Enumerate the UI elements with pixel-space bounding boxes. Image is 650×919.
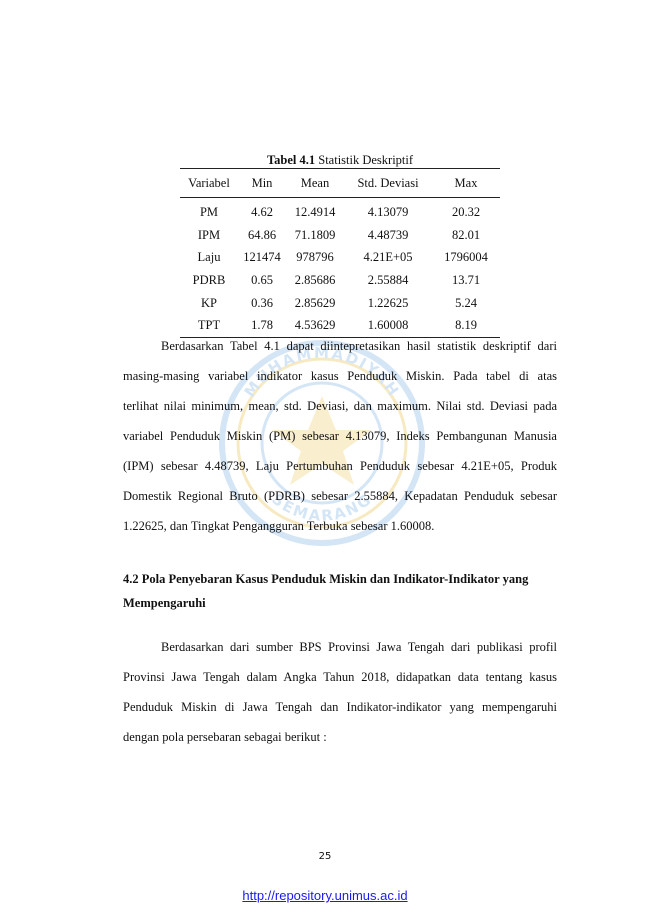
cell: 13.71 [451, 272, 481, 287]
cell: 1.22625 [367, 295, 409, 310]
table-row: KP 0.36 2.85629 1.22625 5.24 [180, 292, 500, 315]
cell: 1.60008 [344, 314, 432, 339]
cell: 5.24 [455, 295, 477, 310]
cell: 4.53629 [286, 314, 344, 339]
cell: 0.65 [251, 272, 273, 287]
cell: 4.48739 [367, 227, 409, 242]
cell: 4.13079 [367, 204, 409, 219]
paragraph-line: 1.22625, dan Tingkat Pengangguran Terbuk… [123, 519, 435, 533]
cell: 978796 [296, 250, 334, 265]
header-std-deviasi: Std. Deviasi [344, 168, 432, 198]
table-row: PDRB 0.65 2.85686 2.55884 13.71 [180, 269, 500, 292]
table-header-row: Variabel Min Mean Std. Deviasi Max [180, 168, 500, 198]
paragraph-line: (IPM) sebesar 4.48739, Laju Pertumbuhan … [123, 459, 557, 473]
table-row: TPT 1.78 4.53629 1.60008 8.19 [180, 314, 500, 339]
header-mean: Mean [286, 168, 344, 198]
paragraph-data-source: Berdasarkan dari sumber BPS Provinsi Jaw… [123, 632, 557, 752]
cell: 2.85629 [294, 295, 336, 310]
cell: TPT [180, 314, 238, 339]
cell: IPM [197, 227, 221, 242]
cell: 20.32 [451, 204, 481, 219]
footer: http://repository.unimus.ac.id [0, 888, 650, 903]
table-caption-text: Statistik Deskriptif [318, 153, 414, 167]
cell: KP [201, 295, 217, 310]
page-number: 25 [318, 851, 332, 862]
table-row: IPM 64.86 71.1809 4.48739 82.01 [180, 224, 500, 247]
paragraph-line: terlihat nilai minimum, mean, std. Devia… [123, 399, 557, 413]
paragraph-line: Domestik Regional Bruto (PDRB) sebesar 2… [123, 489, 557, 503]
cell: 2.85686 [294, 272, 336, 287]
cell: 12.4914 [294, 204, 336, 219]
cell: 4.21E+05 [363, 250, 413, 265]
descriptive-stats-table: Variabel Min Mean Std. Deviasi Max PM 4.… [180, 168, 500, 339]
paragraph-line: Berdasarkan dari sumber BPS Provinsi Jaw… [161, 640, 557, 654]
paragraph-line: dengan pola persebaran sebagai berikut : [123, 730, 327, 744]
cell: 71.1809 [294, 227, 336, 242]
cell: PM [199, 204, 219, 219]
header-min: Min [238, 168, 286, 198]
cell: 82.01 [451, 227, 481, 242]
cell: PDRB [192, 272, 226, 287]
paragraph-line: Provinsi Jawa Tengah dalam Angka Tahun 2… [123, 670, 557, 684]
header-max: Max [432, 168, 500, 198]
cell: 1796004 [444, 250, 488, 265]
section-heading-line: Mempengaruhi [123, 596, 206, 610]
cell: Laju [197, 250, 221, 265]
paragraph-line: Berdasarkan Tabel 4.1 dapat diintepretas… [161, 339, 557, 353]
table-row: Laju 121474 978796 4.21E+05 1796004 [180, 246, 500, 269]
cell: 4.62 [251, 204, 273, 219]
header-variabel: Variabel [180, 168, 238, 198]
cell: 8.19 [432, 314, 500, 339]
table-caption-label: Tabel 4.1 [266, 153, 316, 167]
paragraph-table-interpretation: Berdasarkan Tabel 4.1 dapat diintepretas… [123, 331, 557, 541]
cell: 64.86 [247, 227, 277, 242]
paragraph-line: variabel Penduduk Miskin (PM) sebesar 4.… [123, 429, 557, 443]
paragraph-line: Penduduk Miskin di Jawa Tengah dan Indik… [123, 700, 557, 714]
cell: 0.36 [251, 295, 273, 310]
table-row: PM 4.62 12.4914 4.13079 20.32 [180, 198, 500, 224]
cell: 121474 [243, 250, 281, 265]
section-heading: 4.2 Pola Penyebaran Kasus Penduduk Miski… [123, 567, 563, 615]
paragraph-line: masing-masing variabel indikator kasus P… [123, 369, 557, 383]
section-heading-line: 4.2 Pola Penyebaran Kasus Penduduk Miski… [123, 572, 529, 586]
cell: 1.78 [238, 314, 286, 339]
repository-link[interactable]: http://repository.unimus.ac.id [242, 888, 408, 903]
cell: 2.55884 [367, 272, 409, 287]
table-caption: Tabel 4.1 Statistik Deskriptif [180, 153, 500, 168]
